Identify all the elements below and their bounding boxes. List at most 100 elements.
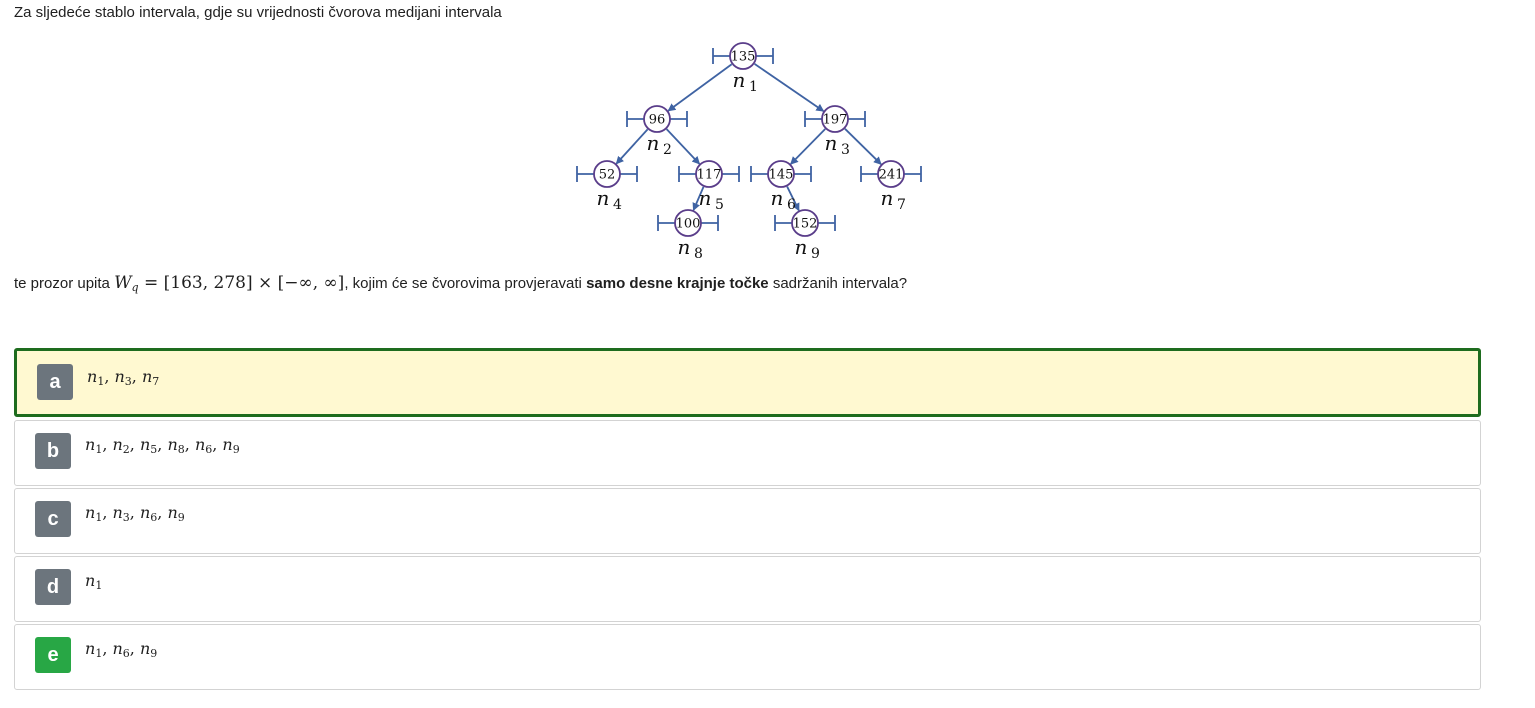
option-separator: , bbox=[157, 435, 168, 454]
tree-edge-n1-n2 bbox=[667, 63, 733, 112]
node-circle bbox=[877, 160, 905, 188]
option-separator: , bbox=[129, 435, 140, 454]
window-suffix: sadržanih intervala? bbox=[768, 275, 908, 292]
option-letter-badge: d bbox=[35, 569, 71, 605]
node-label-index: 9 bbox=[811, 246, 820, 262]
option-var: n bbox=[87, 367, 98, 386]
option-text: n1 bbox=[85, 571, 102, 592]
interval-bracket bbox=[804, 111, 866, 127]
window-prefix: te prozor upita bbox=[14, 275, 110, 292]
node-label-index: 3 bbox=[841, 142, 850, 158]
option-separator: , bbox=[129, 503, 140, 522]
option-var-index: 8 bbox=[177, 443, 185, 456]
window-emphasis: samo desne krajnje točke bbox=[586, 275, 769, 292]
node-circle bbox=[821, 105, 849, 133]
option-var-index: 9 bbox=[232, 443, 240, 456]
window-middle: , kojim će se čvorovima provjeravati bbox=[344, 275, 582, 292]
option-var-index: 1 bbox=[95, 511, 103, 524]
node-circle bbox=[729, 42, 757, 70]
node-label: n bbox=[647, 131, 660, 155]
option-separator: , bbox=[157, 503, 168, 522]
node-value: 96 bbox=[649, 113, 666, 128]
option-var: n bbox=[141, 367, 153, 386]
option-var: n bbox=[85, 571, 96, 590]
interval-bracket bbox=[774, 215, 836, 231]
option-var: n bbox=[112, 503, 123, 522]
tree-edge-n2-n4 bbox=[615, 128, 649, 165]
node-value: 197 bbox=[823, 113, 848, 128]
option-var: n bbox=[194, 435, 206, 454]
option-var: n bbox=[112, 435, 123, 454]
node-circle bbox=[643, 105, 671, 133]
option-var: n bbox=[139, 639, 151, 658]
node-label: n bbox=[678, 235, 691, 259]
tree-edge-n3-n7 bbox=[844, 128, 882, 165]
node-label: n bbox=[597, 186, 610, 210]
option-var-index: 1 bbox=[95, 647, 103, 660]
option-letter-badge: b bbox=[35, 433, 71, 469]
option-text: n1, n6, n9 bbox=[85, 639, 157, 660]
option-var-index: 7 bbox=[152, 375, 160, 388]
interval-bracket bbox=[626, 111, 688, 127]
option-var: n bbox=[112, 639, 123, 658]
node-label-index: 6 bbox=[787, 197, 796, 213]
node-label: n bbox=[881, 186, 894, 210]
option-var: n bbox=[114, 367, 125, 386]
option-var-index: 1 bbox=[95, 579, 103, 592]
interval-bracket bbox=[712, 48, 774, 64]
interval-bracket bbox=[678, 166, 740, 182]
node-value: 145 bbox=[769, 168, 794, 183]
node-label-index: 2 bbox=[663, 142, 672, 158]
option-letter-badge: c bbox=[35, 501, 71, 537]
tree-edge-n2-n5 bbox=[665, 128, 701, 165]
option-var: n bbox=[85, 503, 96, 522]
option-separator: , bbox=[102, 639, 113, 658]
option-var-index: 5 bbox=[150, 443, 158, 456]
node-circle bbox=[767, 160, 795, 188]
option-separator: , bbox=[212, 435, 223, 454]
option-letter-badge: e bbox=[35, 637, 71, 673]
option-var: n bbox=[85, 435, 96, 454]
query-window-text: te prozor upita Wq = [163, 278] × [−∞, ∞… bbox=[14, 271, 907, 300]
option-var: n bbox=[85, 639, 96, 658]
tree-edge-n3-n6 bbox=[790, 128, 826, 165]
node-label-index: 7 bbox=[897, 197, 906, 213]
option-var-index: 6 bbox=[150, 511, 158, 524]
interval-bracket bbox=[576, 166, 638, 182]
node-circle bbox=[695, 160, 723, 188]
option-text: n1, n3, n7 bbox=[87, 367, 159, 388]
option-var-index: 1 bbox=[95, 443, 103, 456]
node-value: 100 bbox=[676, 217, 701, 232]
option-separator: , bbox=[104, 367, 115, 386]
tree-edge-n6-n9 bbox=[786, 186, 800, 212]
node-label-index: 1 bbox=[749, 79, 758, 95]
option-text: n1, n2, n5, n8, n6, n9 bbox=[85, 435, 240, 456]
option-var-index: 6 bbox=[122, 647, 130, 660]
option-var-index: 9 bbox=[150, 647, 158, 660]
node-value: 52 bbox=[599, 168, 616, 183]
option-var: n bbox=[139, 503, 151, 522]
option-var-index: 3 bbox=[124, 375, 132, 388]
interval-bracket bbox=[860, 166, 922, 182]
node-value: 152 bbox=[793, 217, 818, 232]
option-var-index: 2 bbox=[122, 443, 130, 456]
option-separator: , bbox=[129, 639, 140, 658]
node-value: 241 bbox=[879, 168, 904, 183]
node-label: n bbox=[733, 68, 746, 92]
node-circle bbox=[791, 209, 819, 237]
option-separator: , bbox=[184, 435, 195, 454]
node-label: n bbox=[795, 235, 808, 259]
option-var-index: 6 bbox=[205, 443, 213, 456]
